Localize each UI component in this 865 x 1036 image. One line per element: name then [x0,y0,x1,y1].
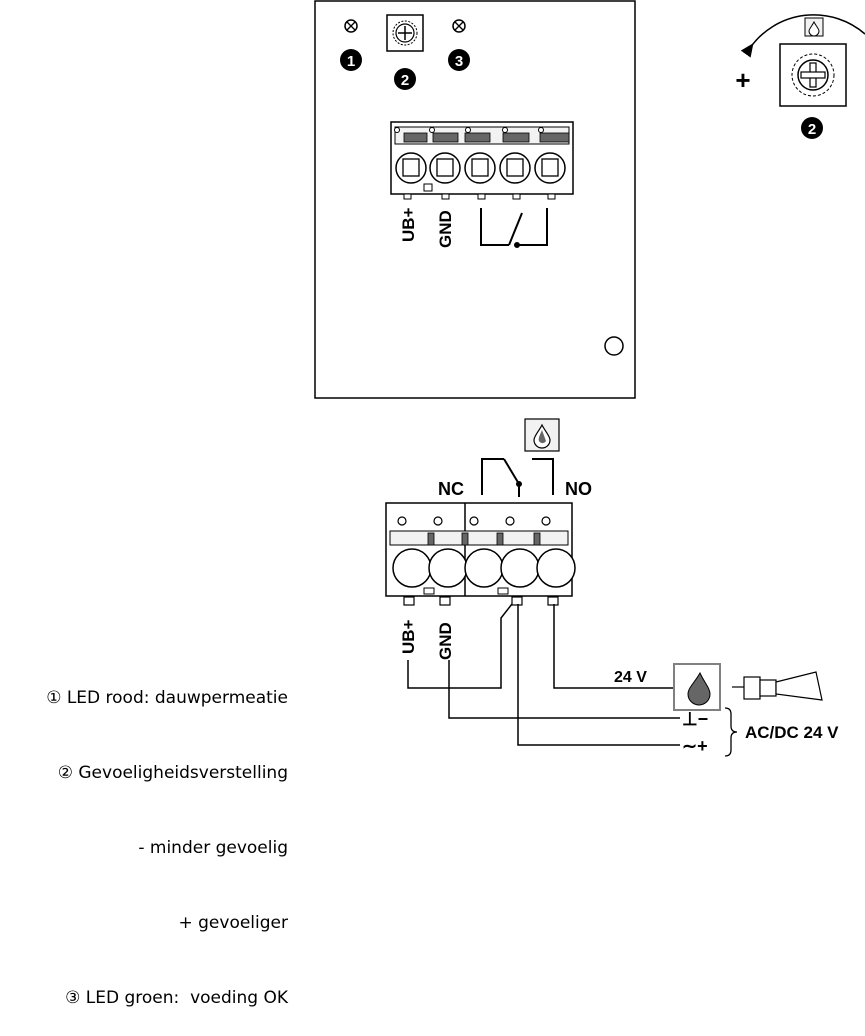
dew-drop-icon [524,418,560,452]
svg-text:2: 2 [808,121,816,138]
board-terminal-block [390,121,574,200]
wiring-section: NC NO [385,418,839,757]
wire-gnd-to-minus [448,660,680,719]
rotation-arrow-icon [740,14,865,58]
board-label-gnd: GND [436,210,455,248]
label-supply: AC/DC 24 V [745,723,839,742]
sensor-icon [732,671,823,701]
symbol-minus: ⊥− [682,709,708,729]
board-label-ub: UB+ [399,207,418,242]
label-nc: NC [438,479,464,499]
relay-switch-large-icon [481,458,554,497]
relay-switch-icon [480,208,548,248]
supply-brace [724,707,738,757]
wire-relay-to-plus [517,604,680,746]
legend-line-more-sensitive: + gevoeliger [178,913,288,933]
dew-drop-small-icon [804,17,824,37]
wiring-terminal-block [385,502,576,606]
wiring-label-gnd: GND [436,622,455,660]
legend-line-led-green: ③ LED groen: voeding OK [65,988,288,1008]
marker-1: 1 [340,49,362,71]
label-no: NO [565,479,592,499]
wire-ub-to-relay [407,603,513,689]
sensitivity-adjust-detail: + 2 [735,14,865,139]
marker-2: 2 [394,68,416,90]
label-sensor-voltage: 24 V [614,669,647,686]
dew-drop-sensor-icon [673,663,721,711]
marker-3: 3 [448,49,470,71]
circuit-board: 1 2 3 [314,0,636,399]
svg-text:2: 2 [401,72,409,89]
led-green-icon [452,19,466,33]
svg-text:3: 3 [455,53,463,70]
mounting-hole [604,336,624,356]
legend: ① LED rood: dauwpermeatie ② Gevoeligheid… [46,636,288,1036]
adjust-plus: + [735,65,750,95]
legend-line-sensitivity: ② Gevoeligheidsverstelling [57,763,288,783]
wire-no-to-sensor [553,604,674,689]
wiring-diagram: 1 2 3 [314,0,865,757]
led-red-icon [344,19,358,33]
svg-text:1: 1 [347,53,355,70]
wiring-label-ub: UB+ [399,619,418,654]
legend-line-led-red: ① LED rood: dauwpermeatie [46,688,288,708]
symbol-plus: ∼+ [682,736,708,756]
potentiometer-large-icon [779,43,847,107]
potentiometer-icon [386,14,424,52]
marker-2-detail: 2 [801,117,823,139]
legend-line-less-sensitive: - minder gevoelig [138,838,288,858]
